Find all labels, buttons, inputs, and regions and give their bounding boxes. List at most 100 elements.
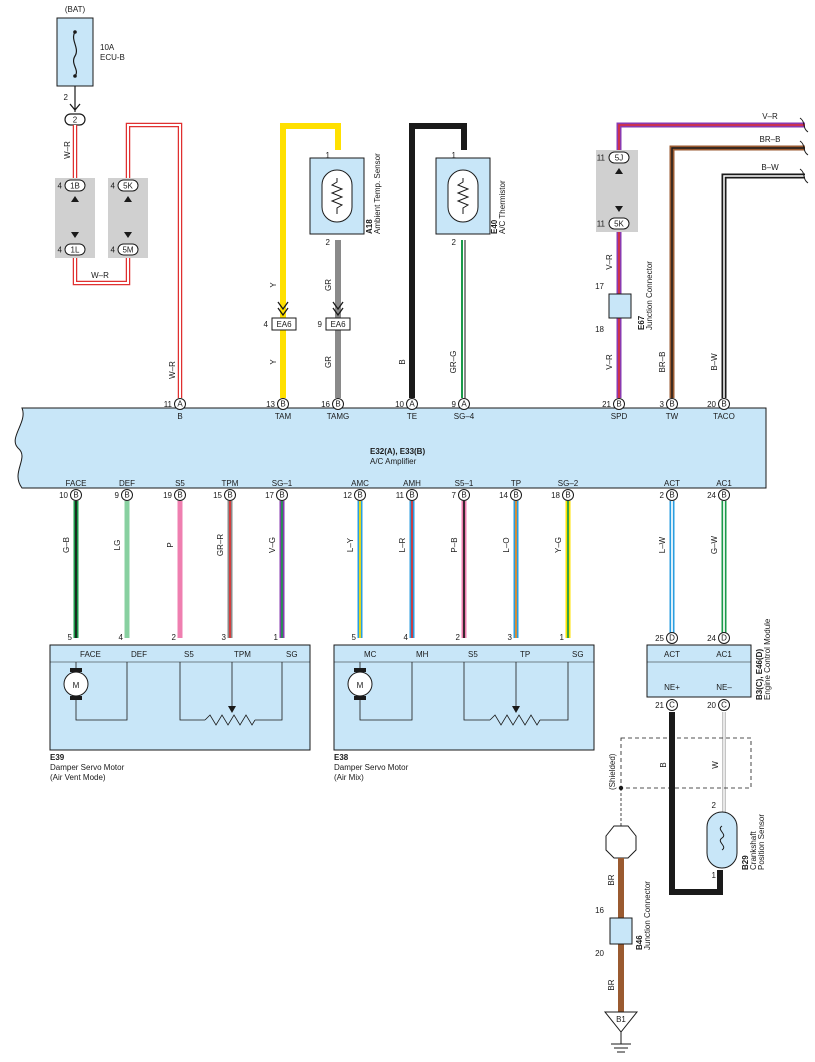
amp-top-tamg-pin xyxy=(332,398,344,410)
svg-text:4: 4 xyxy=(111,182,116,191)
amplifier-subtitle: A/C Amplifier xyxy=(370,457,417,466)
thermistor-icon xyxy=(447,169,479,223)
svg-text:4: 4 xyxy=(58,182,63,191)
e38-terminal-s5: S5 xyxy=(468,650,478,659)
e39-id: E39 xyxy=(50,753,65,762)
amp-top-tam-pin xyxy=(277,398,289,410)
amp-top-sg–4-connector-letter: A xyxy=(461,400,467,409)
amp-bottom-s5-connector-letter: B xyxy=(177,491,182,500)
fuse-rating: 10A xyxy=(100,43,115,52)
svg-text:1: 1 xyxy=(712,871,717,880)
ecm-bottom-ne-plus-connector-letter: C xyxy=(669,701,675,710)
svg-text:EA6: EA6 xyxy=(330,320,346,329)
e67-id: E67 xyxy=(637,315,646,330)
e38-pin-3: 3 xyxy=(508,633,513,642)
e38-mode: (Air Mix) xyxy=(334,773,364,782)
svg-text:2: 2 xyxy=(452,238,457,247)
svg-text:1B: 1B xyxy=(70,182,80,191)
amp-bottom-tp-terminal-name: TP xyxy=(511,479,521,488)
ecm-terminal-ne-plus: NE+ xyxy=(664,683,680,692)
svg-text:5K: 5K xyxy=(614,220,624,229)
svg-text:20: 20 xyxy=(595,949,604,958)
amp-bottom-amh-connector-letter: B xyxy=(409,491,414,500)
wire-label-ac1: G–W xyxy=(710,535,719,554)
svg-text:5J: 5J xyxy=(615,154,623,163)
svg-text:GR: GR xyxy=(324,356,333,368)
ecm-terminal-ac1: AC1 xyxy=(716,650,732,659)
amp-top-sg–4-pin xyxy=(458,398,470,410)
ground-icon xyxy=(611,1032,631,1053)
ea6-connector-gr xyxy=(325,317,351,331)
fuse-source-label: (BAT) xyxy=(65,5,86,14)
amp-top-taco-terminal-name: TACO xyxy=(713,412,735,421)
wire-label-def: LG xyxy=(113,540,122,551)
e38-pin-4: 4 xyxy=(404,633,409,642)
amp-bottom-def-terminal-name: DEF xyxy=(119,479,135,488)
amp-bottom-act-terminal-name: ACT xyxy=(664,479,680,488)
amp-bottom-s5–1-terminal-name: S5–1 xyxy=(455,479,474,488)
svg-text:B: B xyxy=(398,359,407,364)
b29-name1: Crankshaft xyxy=(749,831,758,870)
motor-icon xyxy=(63,671,89,697)
wire-label-s5: P xyxy=(166,542,175,547)
shield-connector xyxy=(605,825,637,859)
thermistor-icon xyxy=(321,169,353,223)
amp-top-b-terminal-name: B xyxy=(177,412,182,421)
e38-terminal-mh: MH xyxy=(416,650,429,659)
fuse-name: ECU-B xyxy=(100,53,125,62)
fuse-icon xyxy=(72,31,78,77)
amp-top-te-pin-number: 10 xyxy=(395,400,404,409)
e39-terminal-s5: S5 xyxy=(184,650,194,659)
amp-bottom-tpm-terminal-name: TPM xyxy=(222,479,239,488)
e39-terminal-def: DEF xyxy=(131,650,147,659)
amp-top-tam-connector-letter: B xyxy=(280,400,285,409)
amp-top-tw-pin-number: 3 xyxy=(660,400,665,409)
e67-junction-connector xyxy=(608,293,632,319)
wire-label-face: G–B xyxy=(62,537,71,553)
wire-label-tpm: GR–R xyxy=(216,534,225,556)
svg-text:2: 2 xyxy=(326,238,331,247)
amp-bottom-face-pin-number: 10 xyxy=(59,491,68,500)
svg-text:Y: Y xyxy=(269,282,278,288)
ground-connector xyxy=(603,1011,639,1033)
amp-bottom-ac1-pin xyxy=(718,489,730,501)
ecm-top-ac1-pin xyxy=(718,632,730,644)
ecm-top-act-pin xyxy=(666,632,678,644)
amp-bottom-sg–1-pin-number: 17 xyxy=(265,491,274,500)
svg-text:BR–B: BR–B xyxy=(760,135,781,144)
amp-top-b-connector-letter: A xyxy=(177,400,183,409)
ground-label: B1 xyxy=(616,1015,626,1024)
wire-label-tp: L–O xyxy=(502,537,511,552)
e67-name: Junction Connector xyxy=(645,261,654,330)
svg-text:11: 11 xyxy=(597,220,606,229)
ecm-bottom-ne-plus-pin-number: 21 xyxy=(655,701,664,710)
svg-text:B: B xyxy=(659,762,668,767)
amp-bottom-act-connector-letter: B xyxy=(669,491,674,500)
amplifier-top-pins: A11BB13TAMB16TAMGA10TEA9SG–4B21SPDB3TWB2… xyxy=(164,398,735,421)
amp-top-te-pin xyxy=(406,398,418,410)
svg-text:B–W: B–W xyxy=(761,163,779,172)
amp-bottom-amc-connector-letter: B xyxy=(357,491,362,500)
e38-name: Damper Servo Motor xyxy=(334,763,409,772)
svg-text:1: 1 xyxy=(452,151,457,160)
amp-top-spd-pin xyxy=(613,398,625,410)
amp-bottom-s5-pin xyxy=(174,489,186,501)
svg-text:4: 4 xyxy=(58,246,63,255)
ecm-top-ac1-pin-number: 24 xyxy=(707,634,716,643)
svg-text:1: 1 xyxy=(326,151,331,160)
amp-bottom-sg–2-pin-number: 18 xyxy=(551,491,560,500)
e39-terminal-tpm: TPM xyxy=(234,650,251,659)
svg-text:2: 2 xyxy=(712,801,717,810)
amp-top-sg–4-terminal-name: SG–4 xyxy=(454,412,475,421)
e39-pin-4: 4 xyxy=(119,633,124,642)
amp-bottom-sg–2-connector-letter: B xyxy=(565,491,570,500)
wire-black-te xyxy=(409,123,467,398)
e40-name: A/C Thermistor xyxy=(498,180,507,234)
amp-top-spd-connector-letter: B xyxy=(616,400,621,409)
amp-bottom-s5–1-pin-number: 7 xyxy=(452,491,457,500)
ecm-box xyxy=(646,644,752,698)
ecm-top-act-pin-number: 25 xyxy=(655,634,664,643)
junction-connectors-left xyxy=(64,179,139,256)
amplifier-title: E32(A), E33(B) xyxy=(370,447,425,456)
